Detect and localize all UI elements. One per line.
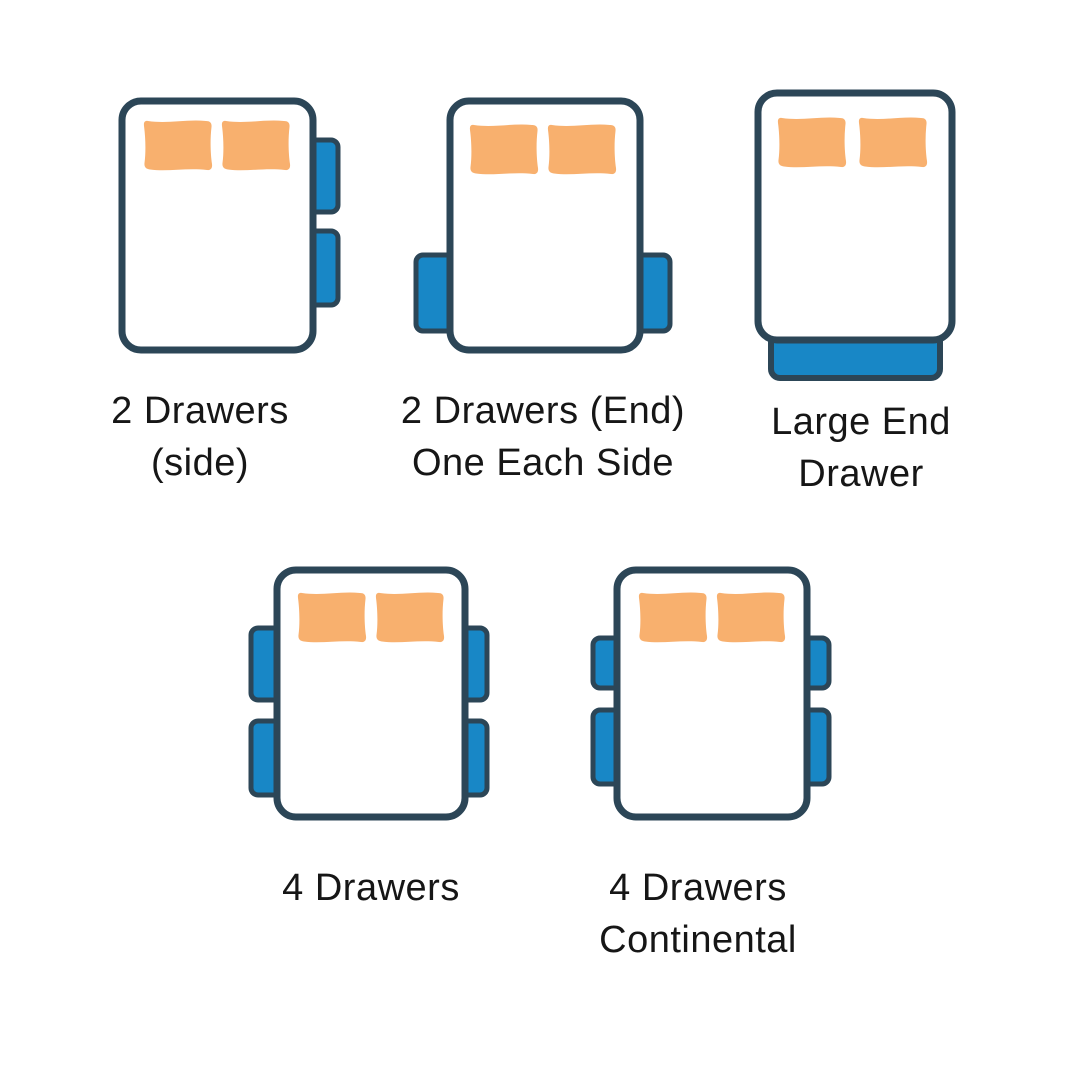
pillow-icon	[716, 592, 786, 643]
pillow-icon	[469, 124, 539, 175]
label-line: Continental	[599, 919, 797, 961]
bed-icon-4-drawers	[248, 566, 490, 821]
bed-icon-4-drawers-continental	[590, 566, 832, 821]
label-line: 2 Drawers	[111, 390, 289, 432]
figure-label-2-drawers-end: 2 Drawers (End) One Each Side	[401, 385, 685, 489]
label-line: 4 Drawers	[609, 867, 787, 909]
label-line: Large End	[771, 401, 951, 443]
pillow-icon	[143, 120, 213, 171]
bed-icon-2-drawers-end	[413, 97, 673, 354]
pillow-icon	[547, 124, 617, 175]
figure-label-4-drawers-continental: 4 Drawers Continental	[599, 862, 797, 966]
pillow-icon	[375, 592, 445, 643]
figure-2-drawers-end	[412, 92, 674, 358]
figure-large-end-drawer	[752, 86, 962, 386]
pillow-icon	[297, 592, 367, 643]
figure-label-large-end-drawer: Large End Drawer	[771, 396, 951, 500]
label-line: 4 Drawers	[282, 867, 460, 909]
pillow-icon	[638, 592, 708, 643]
pillow-icon	[221, 120, 291, 171]
label-line: (side)	[150, 442, 250, 484]
bed-icon-2-drawers-side	[118, 97, 341, 354]
figure-4-drawers	[248, 562, 490, 824]
figure-label-2-drawers-side: 2 Drawers (side)	[111, 385, 289, 489]
bed-icon-large-end-drawer	[754, 89, 956, 381]
label-line: One Each Side	[411, 442, 675, 484]
figure-2-drawers-side	[115, 92, 345, 358]
figure-label-4-drawers: 4 Drawers	[282, 862, 460, 914]
label-line: Drawer	[798, 453, 924, 495]
figure-4-drawers-continental	[588, 562, 834, 824]
pillow-icon	[777, 117, 847, 168]
pillow-icon	[858, 117, 928, 168]
label-line: 2 Drawers (End)	[400, 390, 686, 432]
